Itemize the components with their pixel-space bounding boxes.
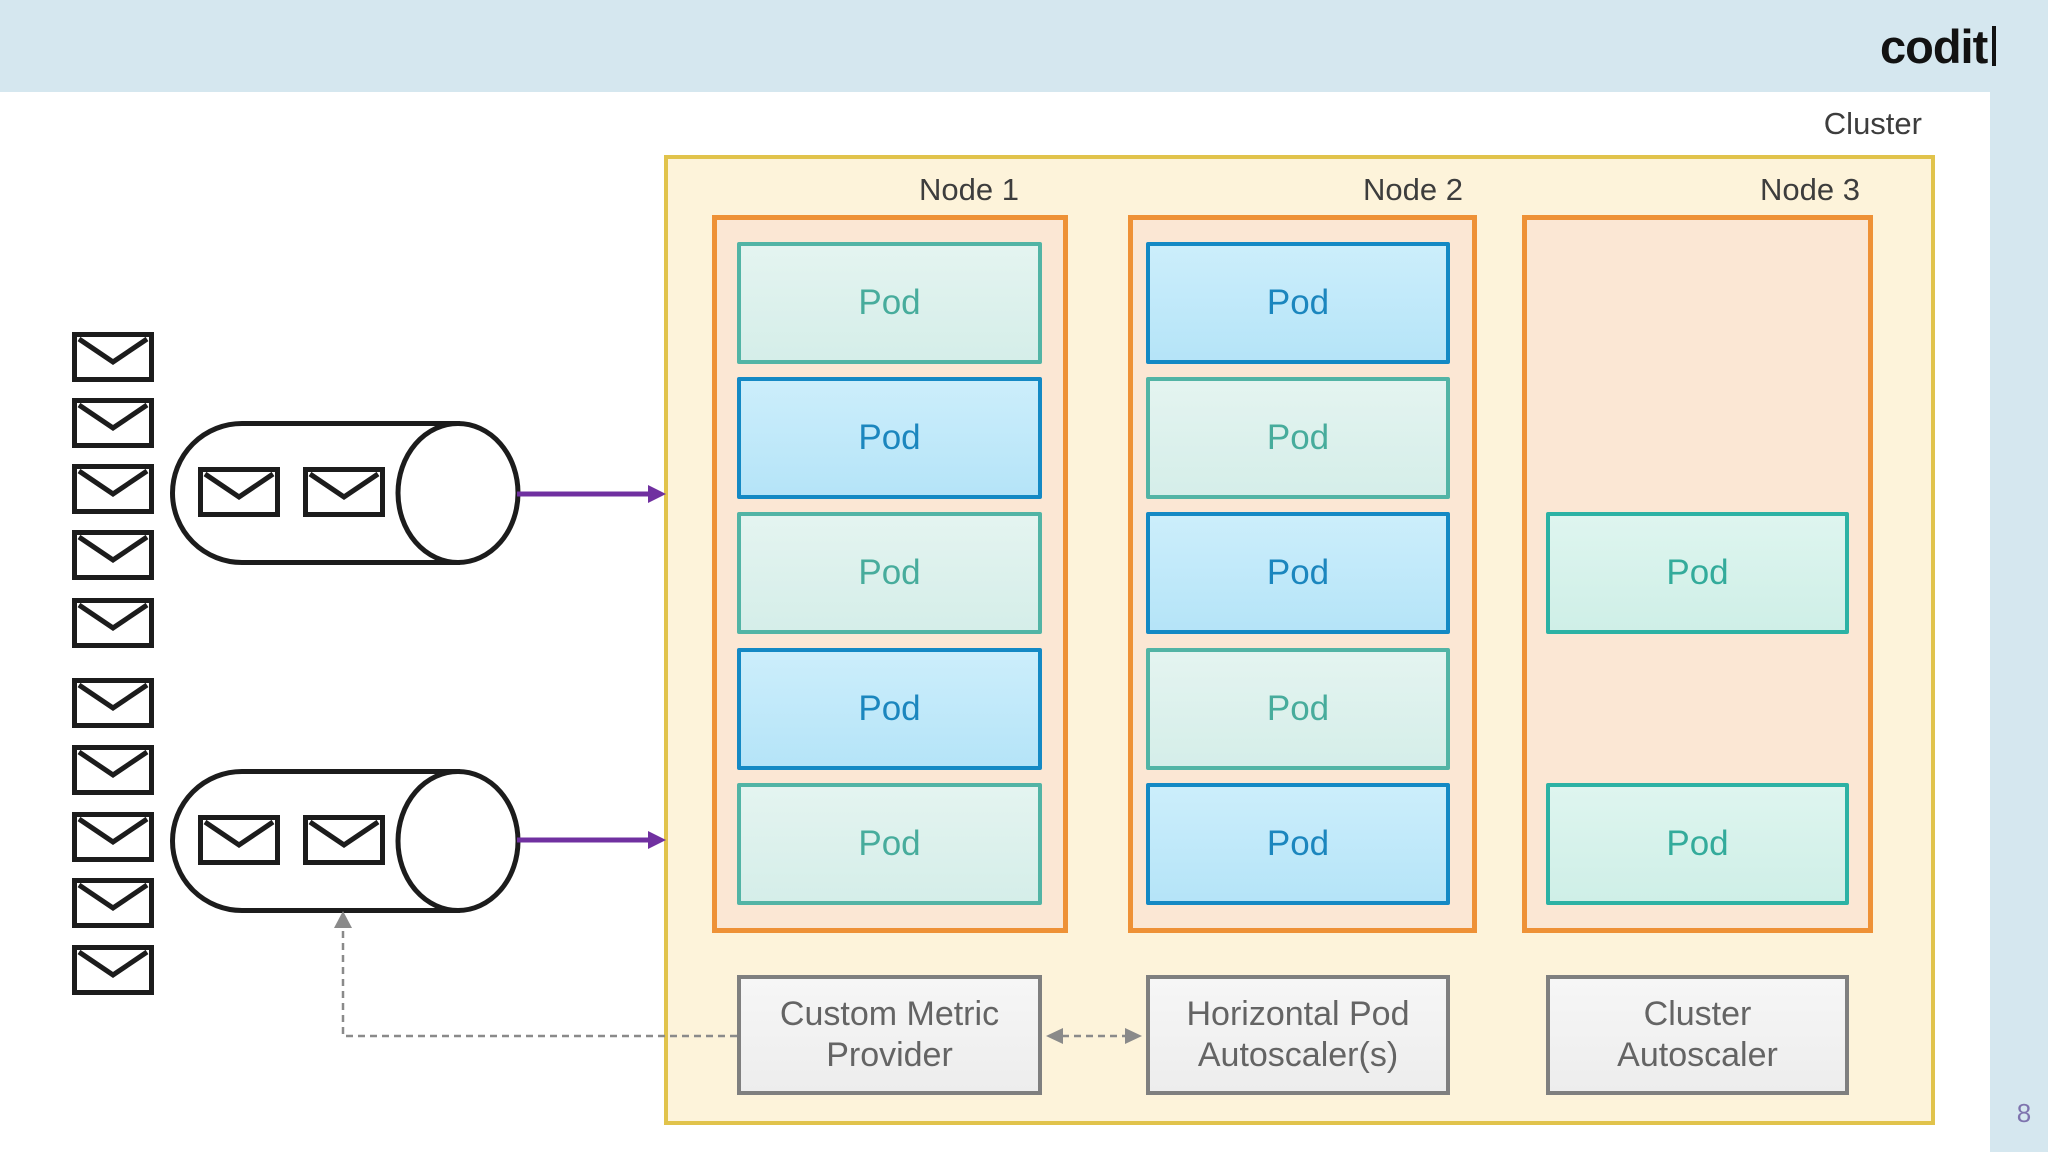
pod: Pod [1146,783,1450,905]
pod-label: Pod [1266,418,1330,457]
node-3-label: Node 3 [1760,172,1860,207]
pod-label: Pod [1266,689,1330,728]
message-queue-2 [173,772,519,911]
envelope-icon [75,601,152,646]
envelope-stack-top [75,335,152,646]
horizontal-pod-autoscaler-box: Horizontal Pod Autoscaler(s) [1146,975,1450,1095]
pod: Pod [737,648,1042,770]
node-2-label: Node 2 [1363,172,1463,207]
pod-label: Pod [858,283,921,322]
pod-label: Pod [1266,553,1330,592]
scaler-label-line: Cluster [1643,995,1752,1034]
envelope-icon [75,881,152,926]
message-queue-1 [173,424,519,563]
pod: Pod [1146,377,1450,499]
pod-label: Pod [858,824,921,863]
cluster-label: Cluster [1823,106,1922,141]
envelope-icon [75,533,152,578]
pod: Pod [1546,512,1849,634]
pod: Pod [737,377,1042,499]
pod: Pod [1146,648,1450,770]
pod-label: Pod [1266,824,1330,863]
queue-2-to-cluster-arrow [517,831,666,849]
pod-label: Pod [1666,824,1729,863]
pod: Pod [737,512,1042,634]
pod-label: Pod [858,689,921,728]
envelope-icon [75,467,152,512]
codit-logo-text: codit [1880,19,1988,73]
pod-label: Pod [1666,553,1729,592]
cluster-autoscaler-box: Cluster Autoscaler [1546,975,1849,1095]
pod: Pod [1146,242,1450,364]
envelope-icon [75,815,152,860]
envelope-icon [75,335,152,380]
pod-label: Pod [858,553,921,592]
envelope-stack-bottom [75,681,152,993]
envelope-icon [75,681,152,726]
envelope-icon [75,401,152,446]
codit-logo: codit [1880,18,1997,74]
pod: Pod [1146,512,1450,634]
pod: Pod [737,783,1042,905]
pod-label: Pod [858,418,921,457]
codit-logo-cursor-bar [1992,26,1997,66]
right-margin-strip [1990,92,2048,1152]
top-banner [0,0,2048,92]
scaler-label-line: Autoscaler(s) [1197,1036,1399,1074]
page-number: 8 [2016,1098,2032,1128]
envelope-icon [75,948,152,993]
scaler-label-line: Provider [826,1036,953,1074]
scaler-label-line: Horizontal Pod [1186,995,1410,1034]
pod: Pod [1546,783,1849,905]
pod: Pod [737,242,1042,364]
custom-metric-provider-box: Custom Metric Provider [737,975,1042,1095]
queue-1-to-cluster-arrow [517,485,666,503]
envelope-icon [75,748,152,793]
scaler-label-line: Autoscaler [1617,1036,1778,1074]
node-1-label: Node 1 [919,172,1019,207]
scaler-label-line: Custom Metric [779,995,1000,1034]
pod-label: Pod [1266,283,1330,322]
